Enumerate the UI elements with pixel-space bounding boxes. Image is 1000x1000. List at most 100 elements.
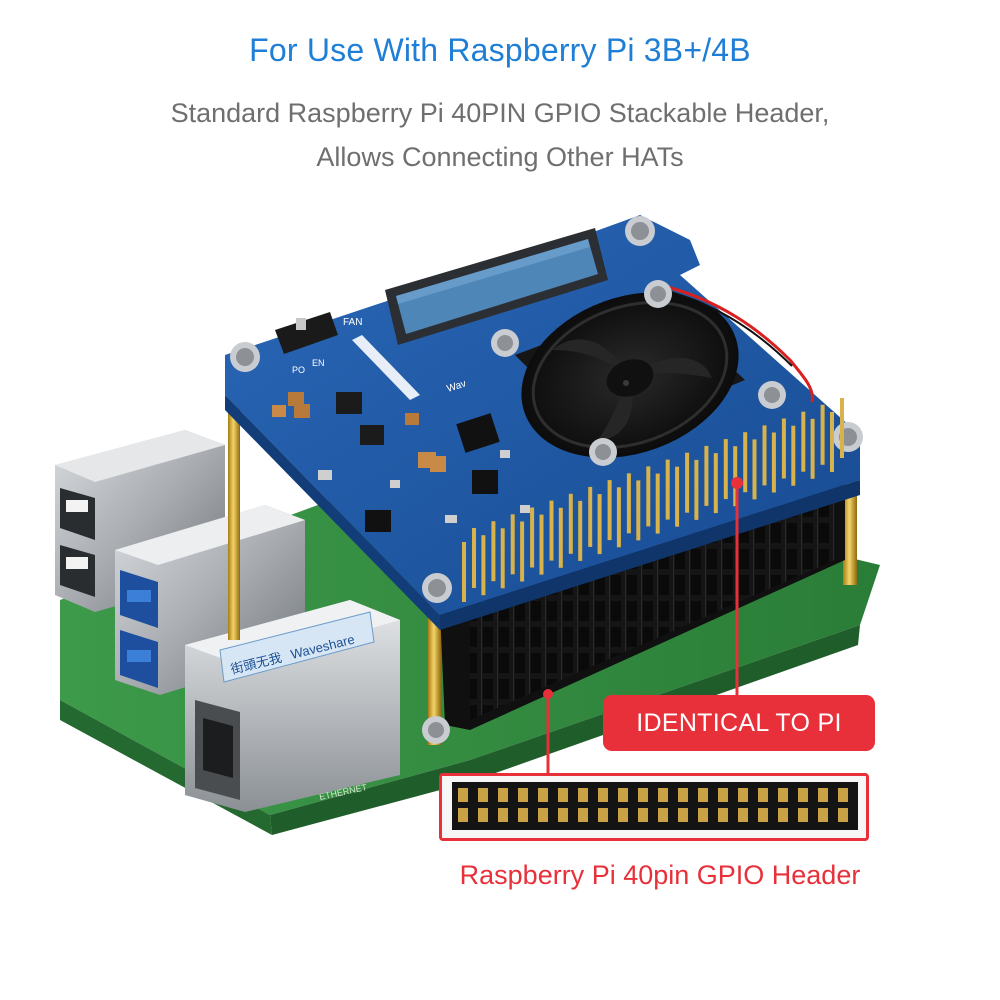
gpio-pin: [636, 480, 641, 541]
callout-pointer: [543, 477, 743, 775]
gpio-pin: [723, 439, 728, 500]
gpio-pin: [626, 473, 631, 534]
gpio-pin: [520, 521, 525, 582]
gpio-header-pin: [478, 788, 488, 802]
gpio-header-pin: [658, 788, 668, 802]
gpio-header-pin: [718, 808, 728, 822]
identical-gpio-callout: IDENTICAL TO PI GPIO: [603, 695, 875, 793]
gpio-header-pin: [798, 788, 808, 802]
gpio-pin: [743, 432, 748, 493]
gpio-pin: [704, 445, 709, 506]
gpio-header-pin: [578, 788, 588, 802]
gpio-header-pin: [698, 788, 708, 802]
gpio-pin: [578, 500, 583, 561]
gpio-header-pin: [778, 808, 788, 822]
gpio-header-pin: [578, 808, 588, 822]
gpio-header-pin: [518, 788, 528, 802]
gpio-pin: [840, 398, 844, 458]
gpio-header-pin: [538, 788, 548, 802]
gpio-header-pin: [818, 788, 828, 802]
gpio-pin: [694, 459, 699, 520]
gpio-header-pin: [838, 808, 848, 822]
gpio-header-pin: [558, 808, 568, 822]
gpio-header-pin: [838, 788, 848, 802]
fan-silk-label: FAN: [343, 317, 362, 328]
gpio-pin: [820, 404, 825, 465]
gpio-pin: [481, 535, 486, 596]
gpio-header-pin: [558, 788, 568, 802]
gpio-pin: [771, 432, 776, 493]
gpio-header-pin: [638, 808, 648, 822]
gpio-pin: [646, 466, 651, 527]
gpio-header-pin: [638, 788, 648, 802]
gpio-pin: [762, 425, 767, 486]
gpio-pass-through-pins: [462, 398, 844, 602]
gpio-header-pin: [458, 788, 468, 802]
gpio-header-pin: [618, 788, 628, 802]
headline: For Use With Raspberry Pi 3B+/4B: [249, 32, 751, 68]
gpio-pin: [539, 514, 544, 575]
gpio-pin: [597, 494, 602, 555]
gpio-header-pin-grid: [458, 788, 848, 822]
gpio-header-pin: [498, 788, 508, 802]
subheading-line-1: Standard Raspberry Pi 40PIN GPIO Stackab…: [170, 98, 830, 128]
gpio-header-pin: [758, 808, 768, 822]
gpio-pin: [752, 439, 757, 500]
switch-label-en: EN: [312, 358, 325, 368]
gpio-pin: [568, 493, 573, 554]
gpio-pin: [685, 452, 690, 513]
cooling-fan: [515, 292, 745, 458]
gpio-header-pin: [818, 808, 828, 822]
smd-components: [272, 392, 530, 532]
gpio-pin: [472, 528, 476, 588]
gpio-header-pin: [678, 788, 688, 802]
gpio-header-pin: [598, 788, 608, 802]
gpio-header-pin: [658, 808, 668, 822]
gpio-pin: [510, 514, 515, 575]
gpio-header-pin: [618, 808, 628, 822]
gpio-header-pin: [778, 788, 788, 802]
oled-display: [385, 228, 608, 345]
gpio-pin: [791, 425, 796, 486]
gpio-pin: [588, 486, 593, 547]
switch-label-po: PO: [292, 365, 305, 375]
gpio-pin: [500, 528, 505, 589]
gpio-pin: [830, 412, 834, 472]
gpio-pin: [655, 473, 660, 534]
gpio-pin: [781, 418, 786, 479]
gpio-pin: [549, 500, 554, 561]
gpio-pin: [558, 507, 563, 568]
gpio-pin: [801, 411, 806, 472]
gpio-header-pin: [758, 788, 768, 802]
gpio-pin: [462, 542, 466, 602]
gpio-header-pin: [678, 808, 688, 822]
gpio-header-pin: [698, 808, 708, 822]
gpio-header-pin: [738, 808, 748, 822]
gpio-header-caption: Raspberry Pi 40pin GPIO Header: [459, 860, 861, 890]
gpio-pin: [713, 453, 718, 514]
gpio-pin: [665, 459, 670, 520]
gpio-pin: [530, 507, 535, 568]
gpio-header-pin: [498, 808, 508, 822]
gpio-header-pin: [598, 808, 608, 822]
ethernet-port: 街頭无我 Waveshare: [185, 600, 400, 812]
gpio-header-pin: [458, 808, 468, 822]
gpio-header-closeup: [442, 776, 866, 838]
gpio-pin: [491, 521, 496, 582]
gpio-pin: [616, 487, 621, 548]
gpio-header-pin: [738, 788, 748, 802]
stacking-header-block: [440, 480, 845, 730]
gpio-header-inset: [439, 773, 869, 841]
gpio-pin: [607, 480, 612, 541]
gpio-header-pin: [798, 808, 808, 822]
power-switch: PO EN: [275, 312, 338, 375]
subheading-line-2: Allows Connecting Other HATs: [316, 142, 684, 172]
gpio-pin: [810, 418, 815, 479]
gpio-pin: [675, 466, 680, 527]
gpio-header-pin: [718, 788, 728, 802]
gpio-header-pin: [518, 808, 528, 822]
gpio-header-pin: [538, 808, 548, 822]
gpio-header-pin: [478, 808, 488, 822]
